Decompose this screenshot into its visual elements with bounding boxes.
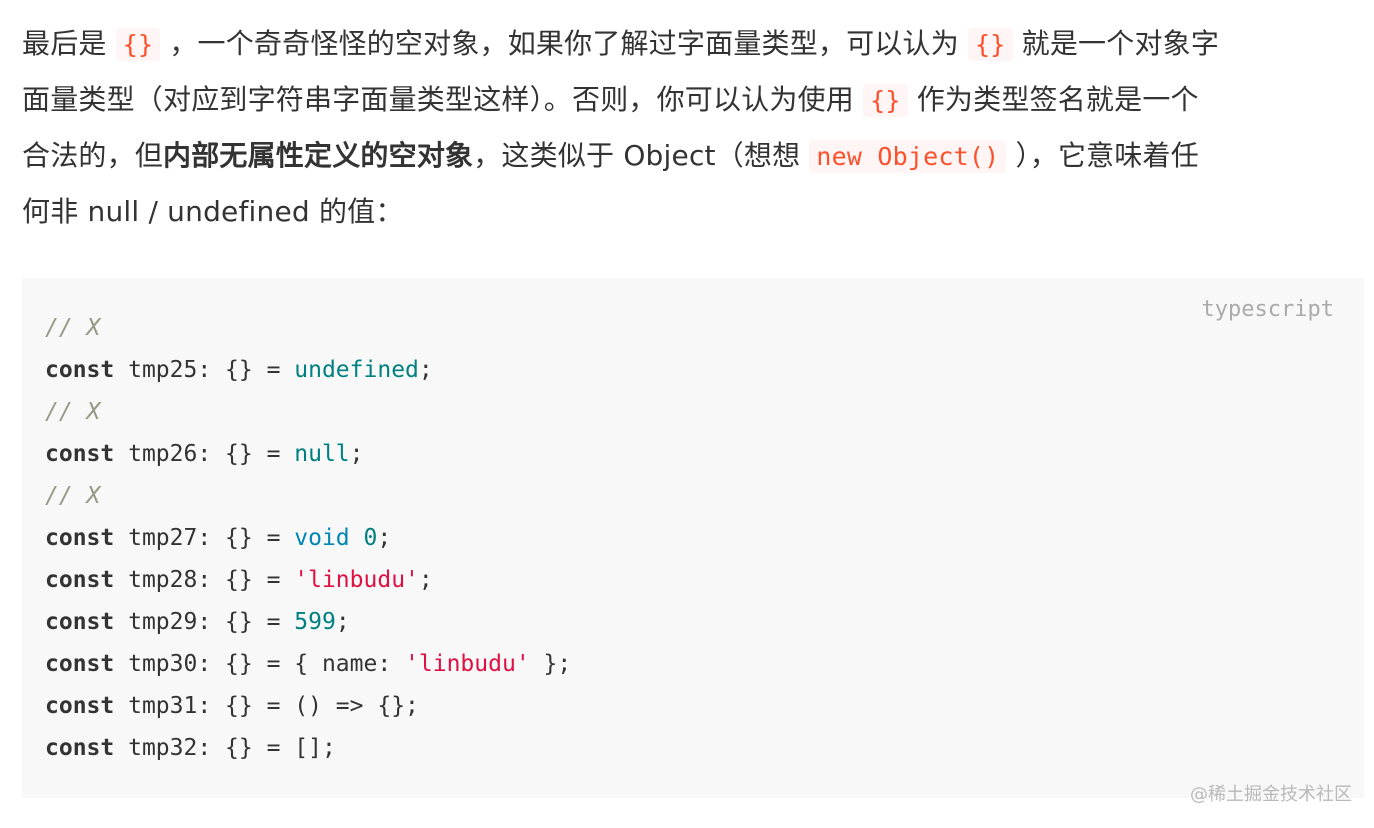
text-segment: 面量类型（对应到字符串字面量类型这样）。否则，你可以认为使用 [22, 83, 864, 116]
text-segment: 合法的，但 [22, 139, 164, 172]
code-token-literal: undefined [294, 357, 419, 383]
text-segment: 作为类型签名就是一个 [907, 83, 1199, 116]
paragraph-line-2: 面量类型（对应到字符串字面量类型这样）。否则，你可以认为使用 {} 作为类型签名… [22, 72, 1362, 128]
code-line: const tmp31: {} = () => {}; [45, 685, 571, 727]
code-token-plain: tmp30: {} = { name: [114, 651, 406, 677]
code-token-plain: }; [529, 651, 572, 677]
code-token-plain: tmp26: {} = [114, 441, 295, 467]
code-line: const tmp32: {} = []; [45, 727, 571, 769]
code-token-keyword: const [45, 441, 115, 467]
code-token-plain: tmp29: {} = [114, 609, 295, 635]
article-paragraph: 最后是 {} ，一个奇奇怪怪的空对象，如果你了解过字面量类型，可以认为 {} 就… [22, 16, 1362, 240]
code-line: const tmp27: {} = void 0; [45, 517, 571, 559]
text-segment: 就是一个对象字 [1012, 27, 1220, 60]
inline-code-empty-object: {} [115, 28, 161, 61]
code-token-plain: ; [418, 357, 433, 383]
code-token-literal: null [294, 441, 350, 467]
code-token-keyword: const [45, 357, 115, 383]
code-token-builtin: void [294, 525, 350, 551]
code-token-plain: ; [418, 567, 433, 593]
code-token-comment: // X [45, 483, 101, 509]
inline-code-empty-object: {} [863, 84, 908, 117]
code-token-keyword: const [45, 525, 115, 551]
code-language-label: typescript [1201, 297, 1334, 322]
inline-code-new-object: new Object() [809, 140, 1007, 173]
inline-code-empty-object: {} [968, 28, 1013, 61]
code-token-keyword: const [45, 693, 115, 719]
code-token-keyword: const [45, 651, 115, 677]
code-line: // X [45, 307, 571, 349]
code-line: const tmp25: {} = undefined; [45, 349, 571, 391]
code-token-comment: // X [45, 315, 101, 341]
code-line: const tmp28: {} = 'linbudu'; [45, 559, 571, 601]
text-segment: 最后是 [22, 27, 116, 60]
code-token-number: 599 [294, 609, 336, 635]
code-token-plain: ; [349, 441, 364, 467]
code-token-plain: tmp27: {} = [114, 525, 295, 551]
code-token-plain: tmp25: {} = [114, 357, 295, 383]
bold-text: 内部无属性定义的空对象 [163, 139, 474, 172]
code-line: const tmp30: {} = { name: 'linbudu' }; [45, 643, 571, 685]
code-token-keyword: const [45, 567, 115, 593]
paragraph-line-1: 最后是 {} ，一个奇奇怪怪的空对象，如果你了解过字面量类型，可以认为 {} 就… [22, 16, 1362, 72]
code-token-plain: tmp28: {} = [114, 567, 295, 593]
code-line: // X [45, 391, 571, 433]
code-token-comment: // X [45, 399, 101, 425]
code-token-string: 'linbudu' [294, 567, 419, 593]
code-token-keyword: const [45, 609, 115, 635]
code-token-plain: tmp31: {} = () => {}; [114, 693, 419, 719]
code-token-plain [350, 525, 364, 551]
paragraph-line-3: 合法的，但内部无属性定义的空对象，这类似于 Object（想想 new Obje… [22, 128, 1362, 184]
text-segment: 何非 null / undefined 的值： [22, 195, 404, 228]
text-segment: ，这类似于 Object（想想 [473, 139, 810, 172]
watermark: @稀土掘金技术社区 [1190, 784, 1352, 805]
code-token-string: 'linbudu' [405, 651, 530, 677]
paragraph-line-4: 何非 null / undefined 的值： [22, 184, 1362, 240]
code-token-plain: ; [335, 609, 350, 635]
code-token-number: 0 [363, 525, 378, 551]
code-token-plain: tmp32: {} = []; [114, 735, 336, 761]
text-segment: ），它意味着任 [1006, 139, 1199, 172]
code-line: // X [45, 475, 571, 517]
code-lines: // X const tmp25: {} = undefined; // X cons… [45, 307, 571, 769]
code-token-plain: ; [377, 525, 392, 551]
code-block[interactable]: typescript // X const tmp25: {} = undefin… [22, 278, 1364, 798]
code-token-keyword: const [45, 735, 115, 761]
code-line: const tmp29: {} = 599; [45, 601, 571, 643]
code-line: const tmp26: {} = null; [45, 433, 571, 475]
text-segment: ，一个奇奇怪怪的空对象，如果你了解过字面量类型，可以认为 [160, 27, 969, 60]
